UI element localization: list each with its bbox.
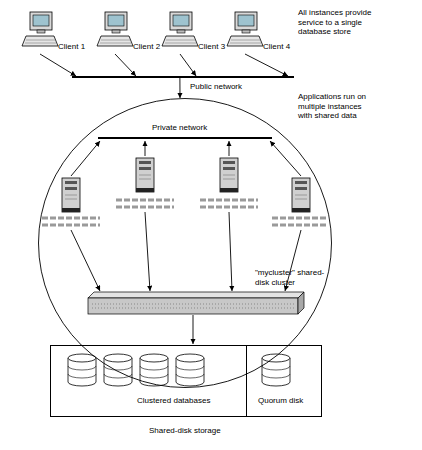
link-arrow: [145, 141, 146, 156]
quorum-cylinder: [262, 354, 290, 386]
network-card: [272, 224, 328, 227]
client-computer: [22, 12, 58, 46]
switch-side: [298, 292, 304, 314]
network-arrow: [179, 78, 180, 98]
node-label: Shared-disk storage: [149, 426, 221, 436]
server-tower: [220, 158, 238, 192]
client-computer: [162, 12, 198, 46]
client-node: Client 4: [227, 8, 299, 54]
client-computer: [97, 12, 133, 46]
client-computer: [227, 12, 263, 46]
client-node: Client 3: [162, 8, 234, 54]
link-arrow: [229, 141, 230, 156]
network-card: [272, 217, 328, 220]
node-label: Client 2: [133, 42, 160, 52]
server-tower: [292, 178, 310, 212]
client-node: Client 2: [97, 8, 169, 54]
client-node: Client 1: [22, 8, 94, 54]
network-arrow: [245, 54, 288, 76]
link-arrow: [193, 315, 194, 344]
switch-ports: [92, 304, 294, 305]
note-text: All instances provide service to a singl…: [298, 8, 394, 37]
database-cylinder: [104, 354, 132, 386]
network-bus: Public network: [72, 76, 294, 78]
node-label: Client 4: [263, 42, 290, 52]
network-card: [42, 224, 100, 227]
link-arrow: [270, 141, 301, 176]
switch-top: [88, 292, 304, 298]
node-label: "mycluster" shared-disk cluster: [255, 268, 331, 287]
switch-front: [88, 298, 298, 314]
node-label: Clustered databases: [137, 396, 210, 406]
link-arrow: [71, 230, 100, 291]
note-text: Applications run on multiple instances w…: [298, 92, 374, 121]
network-card: [42, 200, 328, 225]
network-arrow: [115, 54, 136, 76]
link-arrow: [71, 141, 301, 344]
link-arrow: [229, 212, 232, 291]
network-card: [200, 206, 258, 209]
switch-ports: [92, 308, 294, 309]
node-label: Public network: [190, 82, 242, 92]
node-label: Quorum disk: [258, 396, 303, 406]
storage-region: Clustered databases: [51, 346, 246, 416]
network-card: [42, 217, 100, 220]
network-arrow: [40, 54, 76, 76]
database-cylinder: [176, 354, 204, 386]
node-label: Private network: [152, 123, 207, 133]
link-arrow: [71, 141, 100, 176]
database-cylinder: [68, 354, 96, 386]
server-tower: [136, 158, 154, 192]
network-card: [200, 199, 258, 202]
node-label: Client 1: [58, 42, 85, 52]
network-arrow: [180, 54, 196, 76]
network-card: [116, 206, 174, 209]
link-arrow: [145, 212, 150, 291]
storage-box: Clustered databasesQuorum diskShared-dis…: [50, 345, 322, 417]
database-cylinder: [140, 354, 168, 386]
storage-region: Quorum disk: [246, 346, 321, 416]
server-tower: [62, 178, 80, 212]
node-label: Client 3: [198, 42, 225, 52]
disk-switch: [88, 292, 304, 314]
network-bus: Private network: [98, 137, 272, 139]
network-card: [116, 199, 174, 202]
